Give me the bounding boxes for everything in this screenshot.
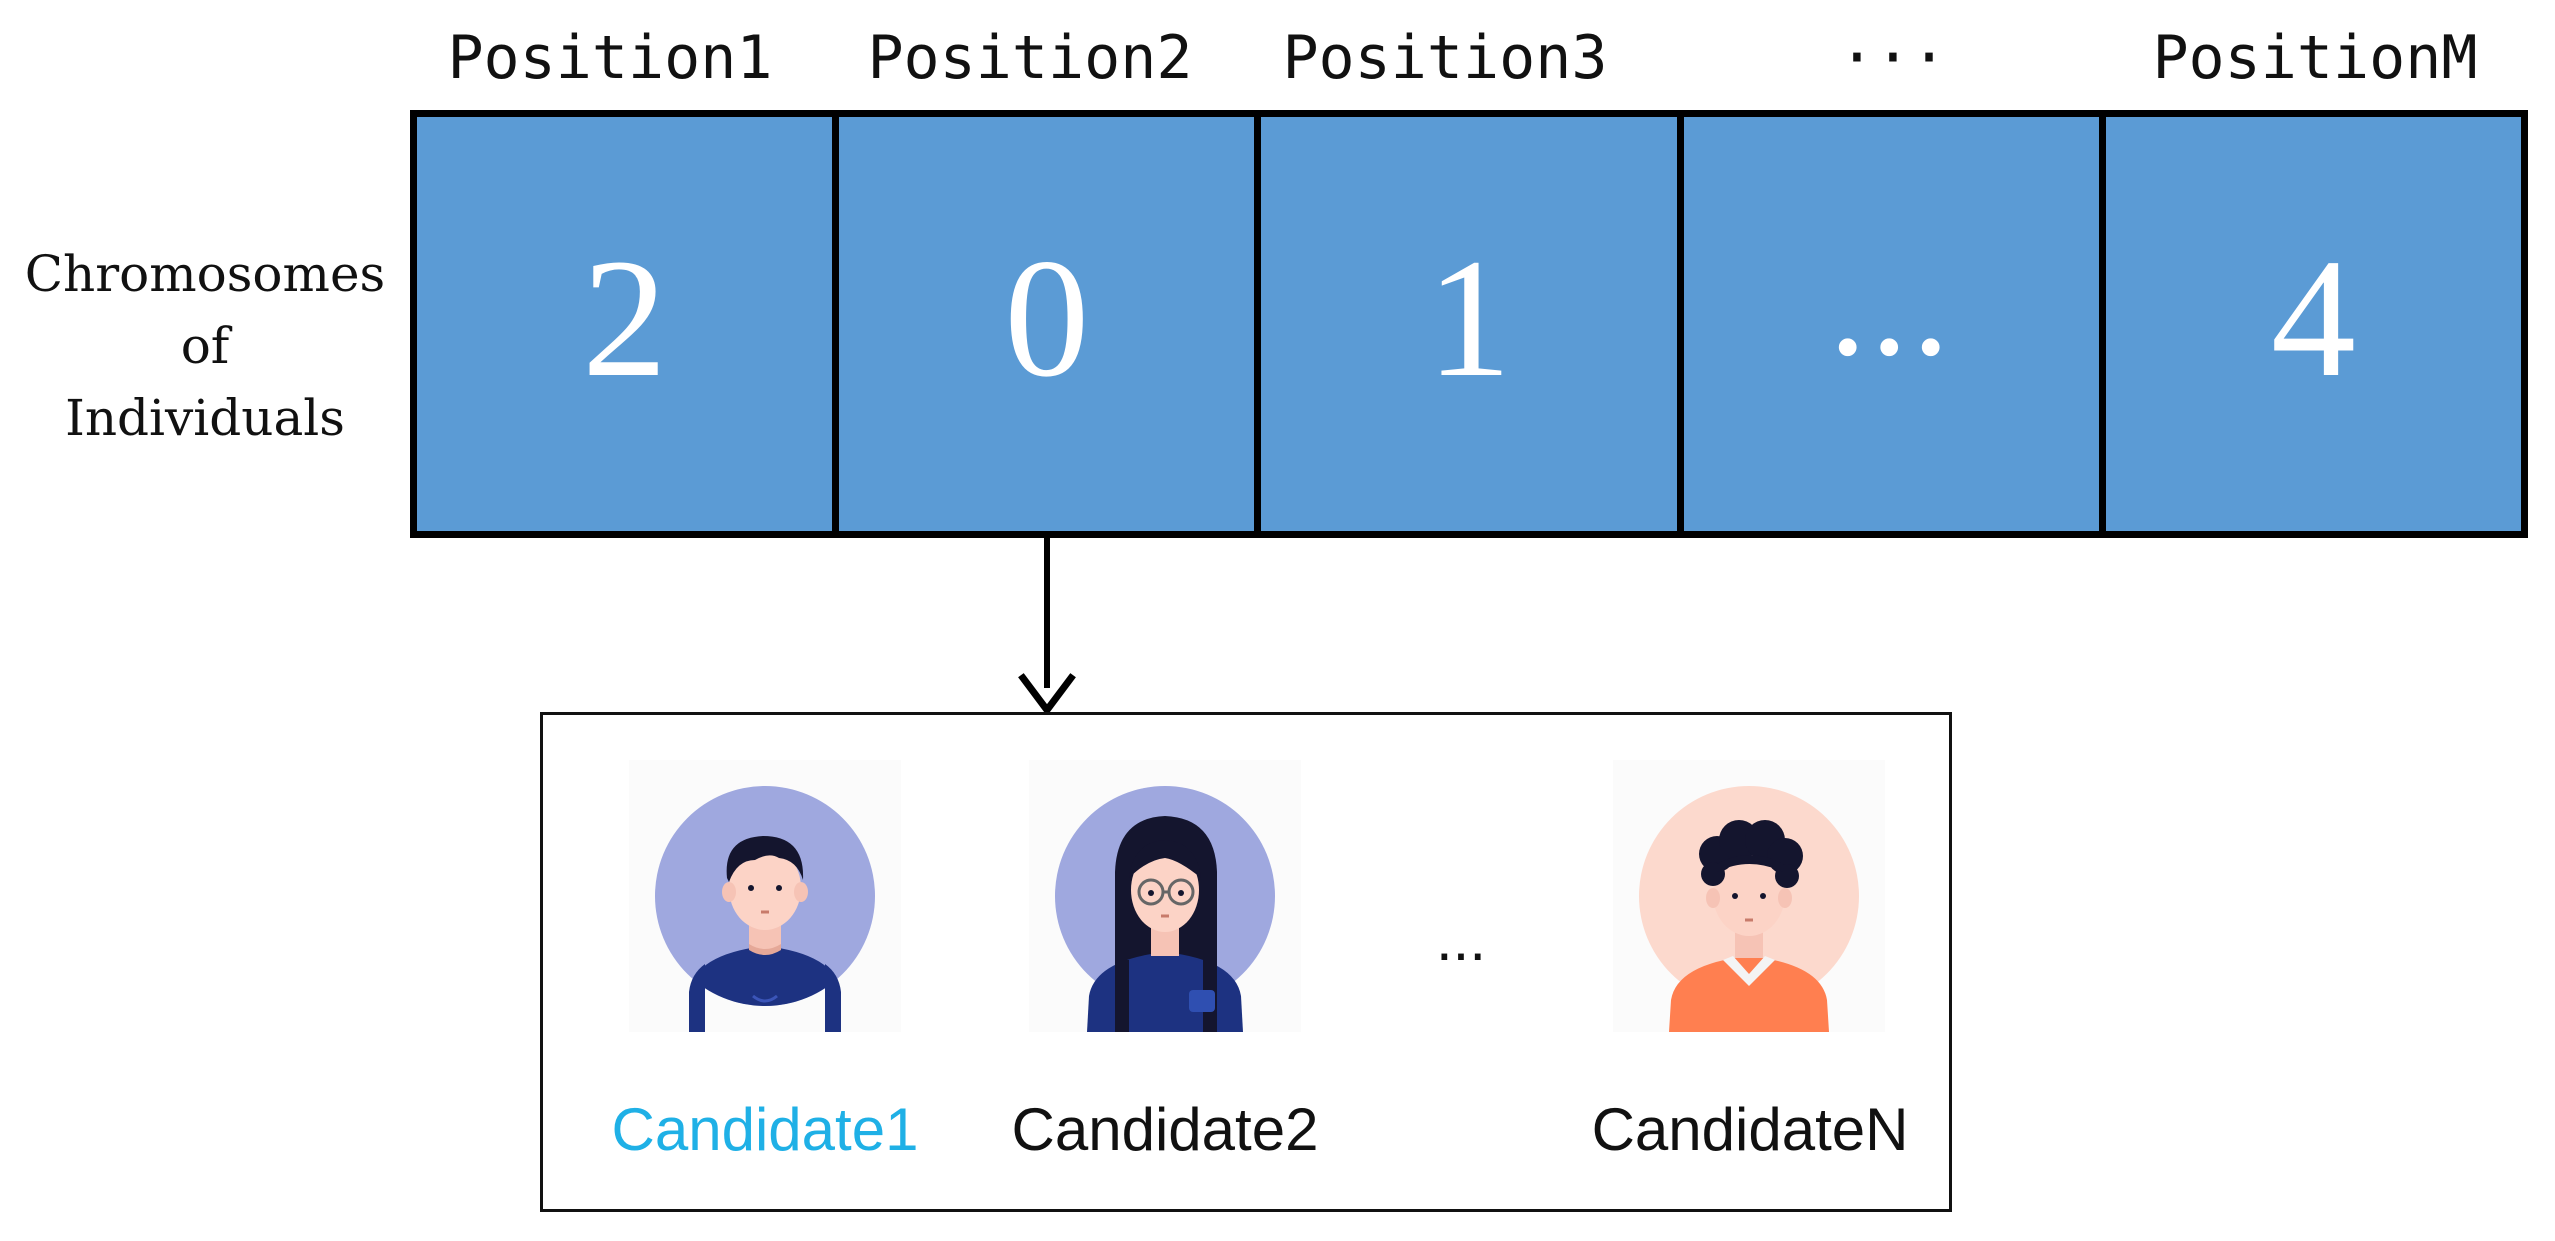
position-label-ellipsis: ··· [1838, 23, 1948, 93]
position-label-1: Position1 [447, 23, 773, 93]
row-label-line-3: Individuals [65, 389, 345, 447]
candidate-ellipsis: ... [1436, 906, 1487, 973]
candidate-pool-box: ... Candidate1 Candidate2 CandidateN [540, 712, 1952, 1212]
curly-hair-avatar-icon [1639, 786, 1859, 1032]
gene-value-2: 0 [1004, 223, 1090, 412]
candidate-2-avatar [1029, 760, 1301, 1032]
row-label: Chromosomes of Individuals [20, 238, 390, 454]
candidate-2-label: Candidate2 [1011, 1096, 1319, 1163]
gene-cell-ellipsis: ... [1684, 117, 2106, 531]
position-label-m: PositionM [2152, 23, 2478, 93]
candidate-n-label: CandidateN [1591, 1096, 1909, 1163]
gene-cell-m: 4 [2106, 117, 2521, 531]
position-label-2: Position2 [867, 23, 1193, 93]
female-avatar-icon [1055, 786, 1275, 1032]
row-label-line-2: of [180, 317, 230, 375]
candidate-1-avatar [629, 760, 901, 1032]
gene-value-m: 4 [2270, 223, 2356, 412]
position-label-3: Position3 [1282, 23, 1608, 93]
candidate-n-avatar [1613, 760, 1885, 1032]
row-label-line-1: Chromosomes [24, 245, 386, 303]
mapping-arrow-shaft [1044, 538, 1050, 688]
gene-value-ellipsis: ... [1828, 221, 1954, 387]
gene-value-1: 2 [582, 223, 668, 412]
gene-cell-1: 2 [417, 117, 840, 531]
gene-cell-2: 0 [839, 117, 1262, 531]
gene-value-3: 1 [1426, 223, 1512, 412]
gene-cell-3: 1 [1261, 117, 1684, 531]
chromosome-strip: 2 0 1 ... 4 [410, 110, 2528, 538]
candidate-1-label: Candidate1 [611, 1096, 919, 1163]
arrow-head-icon [1018, 673, 1076, 716]
male-avatar-icon [655, 786, 875, 1032]
